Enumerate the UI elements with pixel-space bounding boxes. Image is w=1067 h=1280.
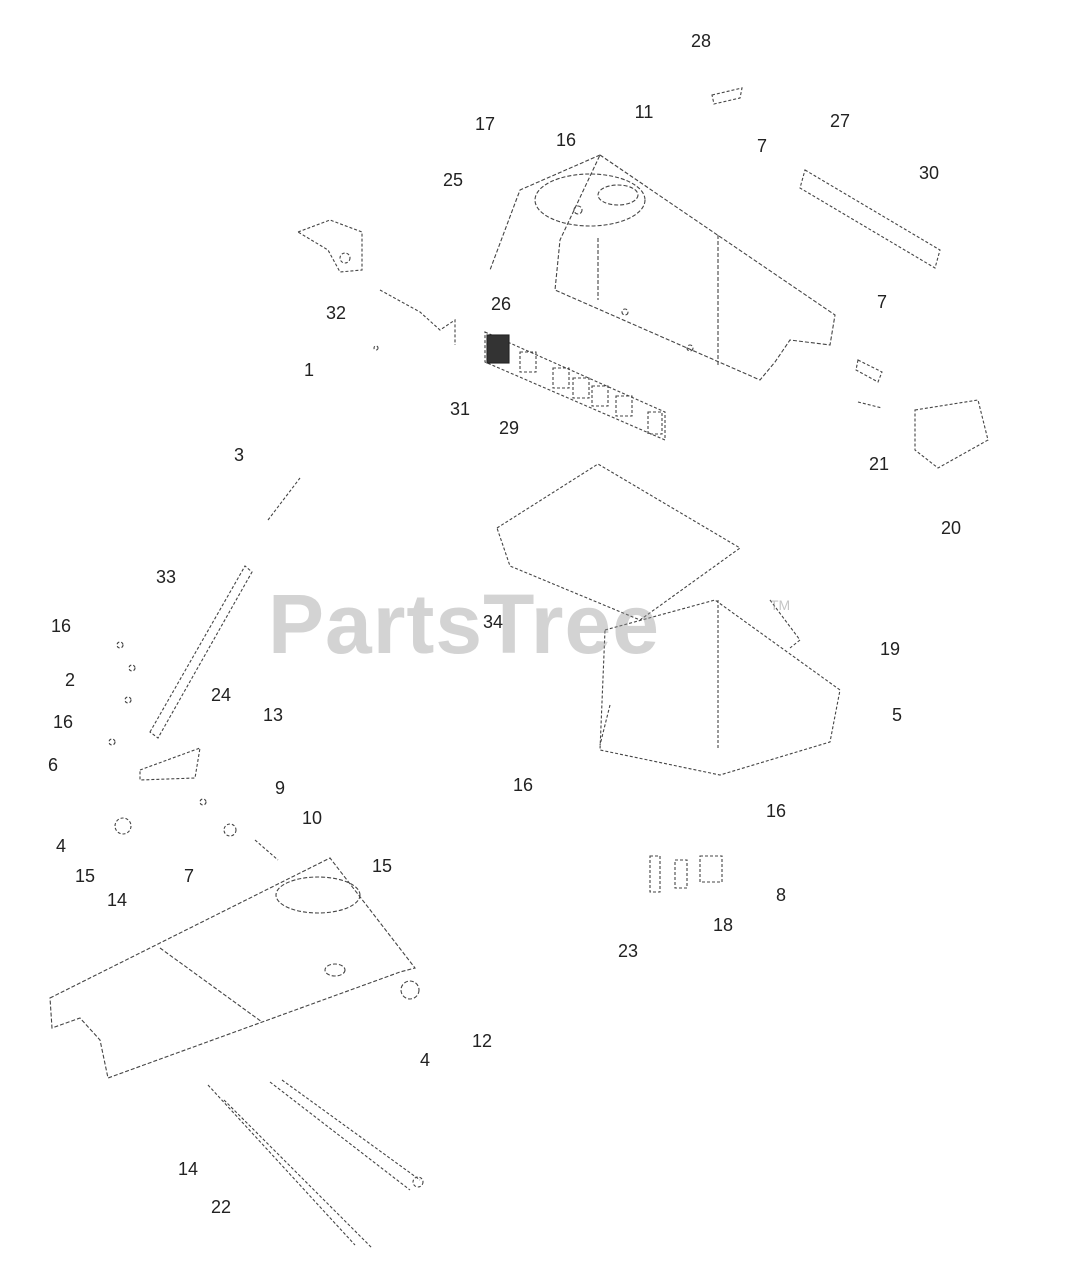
callout-10[interactable]: 10 bbox=[301, 808, 323, 828]
callout-21[interactable]: 21 bbox=[868, 454, 890, 474]
callout-11[interactable]: 11 bbox=[634, 102, 654, 122]
callout-8[interactable]: 8 bbox=[775, 885, 787, 905]
trademark-symbol: TM bbox=[770, 597, 791, 613]
lower-housing bbox=[49, 857, 420, 1079]
part-20-21-block bbox=[914, 399, 989, 469]
callout-25[interactable]: 25 bbox=[442, 170, 464, 190]
callout-1[interactable]: 1 bbox=[303, 360, 315, 380]
callout-4[interactable]: 4 bbox=[55, 836, 67, 856]
callout-34[interactable]: 34 bbox=[482, 612, 504, 632]
upper-housing bbox=[489, 154, 836, 381]
callout-28[interactable]: 28 bbox=[690, 31, 712, 51]
part-28 bbox=[711, 87, 743, 105]
callout-19[interactable]: 19 bbox=[879, 639, 901, 659]
callout-31[interactable]: 31 bbox=[449, 399, 471, 419]
control-panel bbox=[484, 331, 666, 441]
callout-12[interactable]: 12 bbox=[471, 1031, 493, 1051]
callout-4[interactable]: 4 bbox=[419, 1050, 431, 1070]
callout-27[interactable]: 27 bbox=[829, 111, 851, 131]
callout-29[interactable]: 29 bbox=[498, 418, 520, 438]
part-25-bracket bbox=[296, 219, 363, 273]
lower-shafts bbox=[207, 1079, 424, 1249]
callout-14[interactable]: 14 bbox=[177, 1159, 199, 1179]
callout-26[interactable]: 26 bbox=[490, 294, 512, 314]
callout-16[interactable]: 16 bbox=[512, 775, 534, 795]
shaft-part-33 bbox=[149, 565, 253, 739]
small-parts-8-18-23 bbox=[649, 855, 723, 893]
callout-13[interactable]: 13 bbox=[262, 705, 284, 725]
callout-32[interactable]: 32 bbox=[325, 303, 347, 323]
left-hardware bbox=[108, 641, 279, 861]
callout-5[interactable]: 5 bbox=[891, 705, 903, 725]
callout-7[interactable]: 7 bbox=[876, 292, 888, 312]
callout-9[interactable]: 9 bbox=[274, 778, 286, 798]
callout-14[interactable]: 14 bbox=[106, 890, 128, 910]
callout-23[interactable]: 23 bbox=[617, 941, 639, 961]
callout-24[interactable]: 24 bbox=[210, 685, 232, 705]
callout-18[interactable]: 18 bbox=[712, 915, 734, 935]
part-30-strip bbox=[799, 169, 941, 269]
lower-bracket bbox=[599, 599, 841, 776]
callout-17[interactable]: 17 bbox=[474, 114, 496, 134]
callout-7[interactable]: 7 bbox=[183, 866, 195, 886]
callout-16[interactable]: 16 bbox=[50, 616, 72, 636]
callout-20[interactable]: 20 bbox=[940, 518, 962, 538]
callout-16[interactable]: 16 bbox=[555, 130, 577, 150]
callout-22[interactable]: 22 bbox=[210, 1197, 232, 1217]
callout-2[interactable]: 2 bbox=[64, 670, 76, 690]
partstree-watermark: PartsTree bbox=[268, 577, 660, 671]
callout-33[interactable]: 33 bbox=[155, 567, 177, 587]
callout-6[interactable]: 6 bbox=[47, 755, 59, 775]
callout-3[interactable]: 3 bbox=[233, 445, 245, 465]
part-3 bbox=[267, 477, 301, 521]
callout-7[interactable]: 7 bbox=[756, 136, 768, 156]
callout-16[interactable]: 16 bbox=[52, 712, 74, 732]
callout-15[interactable]: 15 bbox=[74, 866, 96, 886]
part-32 bbox=[379, 289, 456, 345]
part-34-plate bbox=[496, 463, 742, 621]
callout-15[interactable]: 15 bbox=[371, 856, 393, 876]
callout-30[interactable]: 30 bbox=[918, 163, 940, 183]
callout-16[interactable]: 16 bbox=[765, 801, 787, 821]
